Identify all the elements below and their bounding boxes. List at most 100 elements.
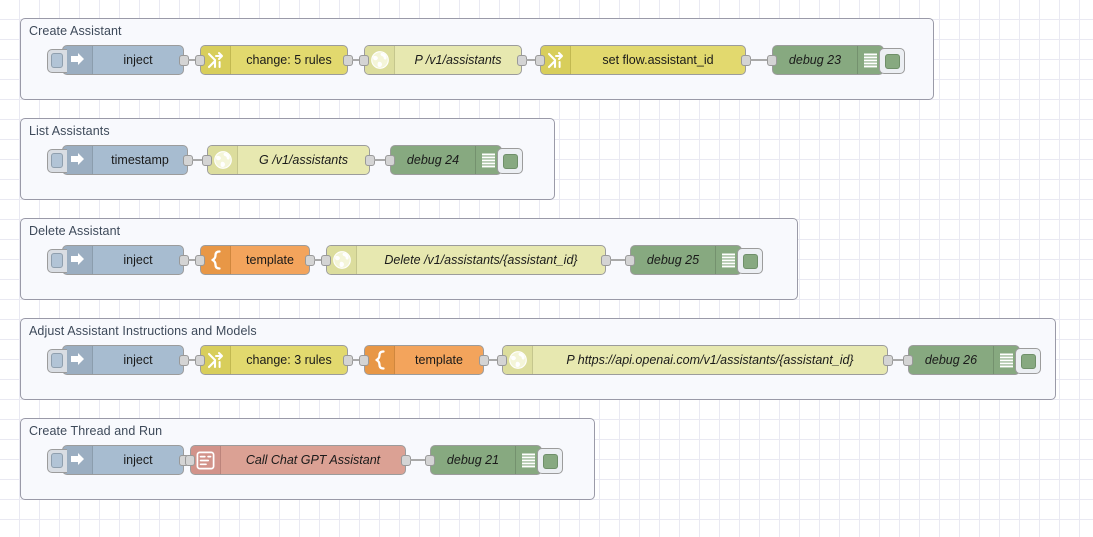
node-icon-cell <box>63 346 93 374</box>
node-icon-cell <box>63 46 93 74</box>
connection-wire[interactable] <box>352 359 359 361</box>
connection-wire[interactable] <box>192 159 202 161</box>
change-shuffle-icon <box>207 351 225 369</box>
node-icon-cell <box>541 46 571 74</box>
http-request-node[interactable]: P /v1/assistants <box>359 45 527 75</box>
node-label: debug 25 <box>646 253 700 267</box>
node-label: Call Chat GPT Assistant <box>245 453 381 467</box>
node-icon-cell <box>715 246 741 274</box>
node-label: change: 3 rules <box>246 353 332 367</box>
inject-node[interactable]: inject <box>47 445 189 475</box>
group-label: Delete Assistant <box>29 224 121 238</box>
debug-enable-toggle[interactable] <box>1015 348 1041 374</box>
node-icon-cell <box>503 346 533 374</box>
connection-wire[interactable] <box>488 359 497 361</box>
http-request-node[interactable]: Delete /v1/assistants/{assistant_id} <box>321 245 611 275</box>
node-input-port[interactable] <box>195 355 205 366</box>
node-label: inject <box>123 253 153 267</box>
debug-enable-toggle[interactable] <box>737 248 763 274</box>
inject-arrow-icon <box>69 351 87 369</box>
node-label: debug 24 <box>406 153 460 167</box>
connection-wire[interactable] <box>750 59 767 61</box>
node-label: template <box>415 353 463 367</box>
debug-enable-toggle[interactable] <box>537 448 563 474</box>
node-input-port[interactable] <box>625 255 635 266</box>
change-node[interactable]: set flow.assistant_id <box>535 45 751 75</box>
node-input-port[interactable] <box>195 255 205 266</box>
template-node[interactable]: template <box>359 345 489 375</box>
connection-wire[interactable] <box>610 259 625 261</box>
change-node[interactable]: change: 5 rules <box>195 45 353 75</box>
template-node[interactable]: template <box>195 245 315 275</box>
debug-node[interactable]: debug 25 <box>625 245 763 275</box>
change-shuffle-icon <box>547 51 565 69</box>
node-input-port[interactable] <box>535 55 545 66</box>
node-icon-cell <box>327 246 357 274</box>
connection-wire[interactable] <box>352 59 359 61</box>
node-label: timestamp <box>111 153 169 167</box>
debug-lines-icon <box>999 352 1014 369</box>
node-label: inject <box>123 353 153 367</box>
http-request-node[interactable]: P https://api.openai.com/v1/assistants/{… <box>497 345 893 375</box>
inject-trigger-button[interactable] <box>47 149 67 173</box>
node-icon-cell <box>63 446 93 474</box>
node-input-port[interactable] <box>425 455 435 466</box>
node-label: change: 5 rules <box>246 53 332 67</box>
node-input-port[interactable] <box>385 155 395 166</box>
inject-node[interactable]: inject <box>47 345 189 375</box>
debug-lines-icon <box>481 152 496 169</box>
change-shuffle-icon <box>207 51 225 69</box>
node-label: G /v1/assistants <box>259 153 348 167</box>
node-input-port[interactable] <box>195 55 205 66</box>
inject-node[interactable]: inject <box>47 245 189 275</box>
assistant-node[interactable]: Call Chat GPT Assistant <box>185 445 411 475</box>
inject-node[interactable]: timestamp <box>47 145 193 175</box>
inject-trigger-button[interactable] <box>47 449 67 473</box>
http-request-node[interactable]: G /v1/assistants <box>202 145 375 175</box>
inject-trigger-button[interactable] <box>47 49 67 73</box>
node-icon-cell <box>475 146 501 174</box>
globe-icon <box>370 50 390 70</box>
connection-wire[interactable] <box>314 259 321 261</box>
debug-enable-toggle[interactable] <box>497 148 523 174</box>
debug-enable-toggle[interactable] <box>879 48 905 74</box>
change-node[interactable]: change: 3 rules <box>195 345 353 375</box>
debug-node[interactable]: debug 24 <box>385 145 523 175</box>
debug-node[interactable]: debug 26 <box>903 345 1041 375</box>
connection-wire[interactable] <box>410 459 425 461</box>
inject-arrow-icon <box>69 51 87 69</box>
node-label: P /v1/assistants <box>414 53 502 67</box>
globe-icon <box>213 150 233 170</box>
node-input-port[interactable] <box>321 255 331 266</box>
connection-wire[interactable] <box>374 159 385 161</box>
debug-node[interactable]: debug 23 <box>767 45 905 75</box>
globe-icon <box>332 250 352 270</box>
debug-node[interactable]: debug 21 <box>425 445 563 475</box>
node-input-port[interactable] <box>359 55 369 66</box>
node-input-port[interactable] <box>767 55 777 66</box>
node-input-port[interactable] <box>903 355 913 366</box>
node-label: debug 21 <box>446 453 500 467</box>
node-input-port[interactable] <box>202 155 212 166</box>
node-input-port[interactable] <box>497 355 507 366</box>
node-label: debug 26 <box>924 353 978 367</box>
connection-wire[interactable] <box>188 359 195 361</box>
connection-wire[interactable] <box>526 59 535 61</box>
inject-trigger-button[interactable] <box>47 349 67 373</box>
inject-node[interactable]: inject <box>47 45 189 75</box>
node-input-port[interactable] <box>185 455 195 466</box>
node-label: inject <box>123 453 153 467</box>
inject-trigger-button[interactable] <box>47 249 67 273</box>
connection-wire[interactable] <box>188 259 195 261</box>
inject-arrow-icon <box>69 251 87 269</box>
node-icon-cell <box>365 346 395 374</box>
node-input-port[interactable] <box>359 355 369 366</box>
node-icon-cell <box>993 346 1019 374</box>
node-icon-cell <box>201 346 231 374</box>
connection-wire[interactable] <box>188 59 195 61</box>
node-label: Delete /v1/assistants/{assistant_id} <box>384 253 578 267</box>
node-icon-cell <box>208 146 238 174</box>
connection-wire[interactable] <box>892 359 903 361</box>
group-label: Create Assistant <box>29 24 122 38</box>
